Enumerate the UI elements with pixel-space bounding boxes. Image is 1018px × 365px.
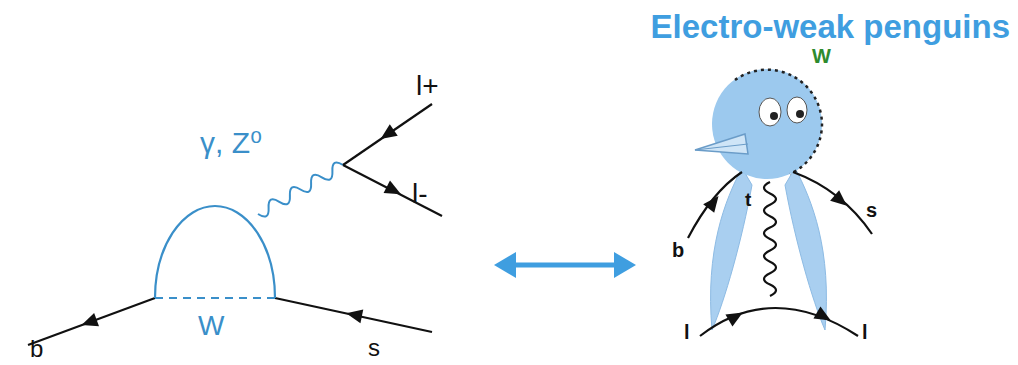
feynman-diagram [28, 104, 442, 345]
b-quark-line [688, 172, 742, 238]
fermion-arrow [830, 190, 851, 211]
fermion-arrow [79, 313, 99, 332]
w-boson-line [155, 297, 275, 299]
quark-label: s [866, 200, 877, 220]
lepton-line [343, 104, 432, 165]
s-quark-line [793, 172, 872, 234]
fermion-arrow [813, 306, 834, 326]
lepton-label: l [862, 322, 868, 342]
quark-label: t [745, 190, 751, 209]
boson-label: W [812, 46, 831, 66]
s-quark-line [275, 298, 432, 332]
page-title: Electro-weak penguins [651, 10, 1010, 43]
penguin-diagram [688, 69, 872, 336]
fermion-arrow [725, 306, 746, 326]
fermion-arrow [377, 124, 398, 145]
lepton-label: l [684, 322, 690, 342]
penguin-body [712, 69, 822, 179]
quark-label: b [30, 337, 43, 361]
b-quark-line [28, 298, 155, 345]
w-loop-dotted [735, 70, 822, 174]
boson-label: W [198, 312, 224, 340]
fermion-arrow [384, 181, 405, 201]
equivalence-arrow [494, 252, 636, 278]
quark-label: s [368, 336, 380, 360]
lepton-line [700, 308, 858, 336]
lepton-line [343, 165, 442, 216]
penguin-flipper [711, 168, 752, 330]
z-boson-wave [764, 182, 776, 296]
boson-label: γ, Z⁰ [200, 128, 262, 158]
lepton-label: l- [412, 180, 428, 208]
fermion-arrow [703, 192, 724, 213]
fermion-arrow [345, 306, 364, 323]
gauge-boson-wave [258, 162, 343, 216]
penguin-flipper [785, 168, 826, 330]
quark-label: b [672, 240, 684, 260]
quark-loop [155, 206, 275, 298]
lepton-label: l+ [416, 72, 439, 100]
penguin-beak [695, 134, 748, 154]
